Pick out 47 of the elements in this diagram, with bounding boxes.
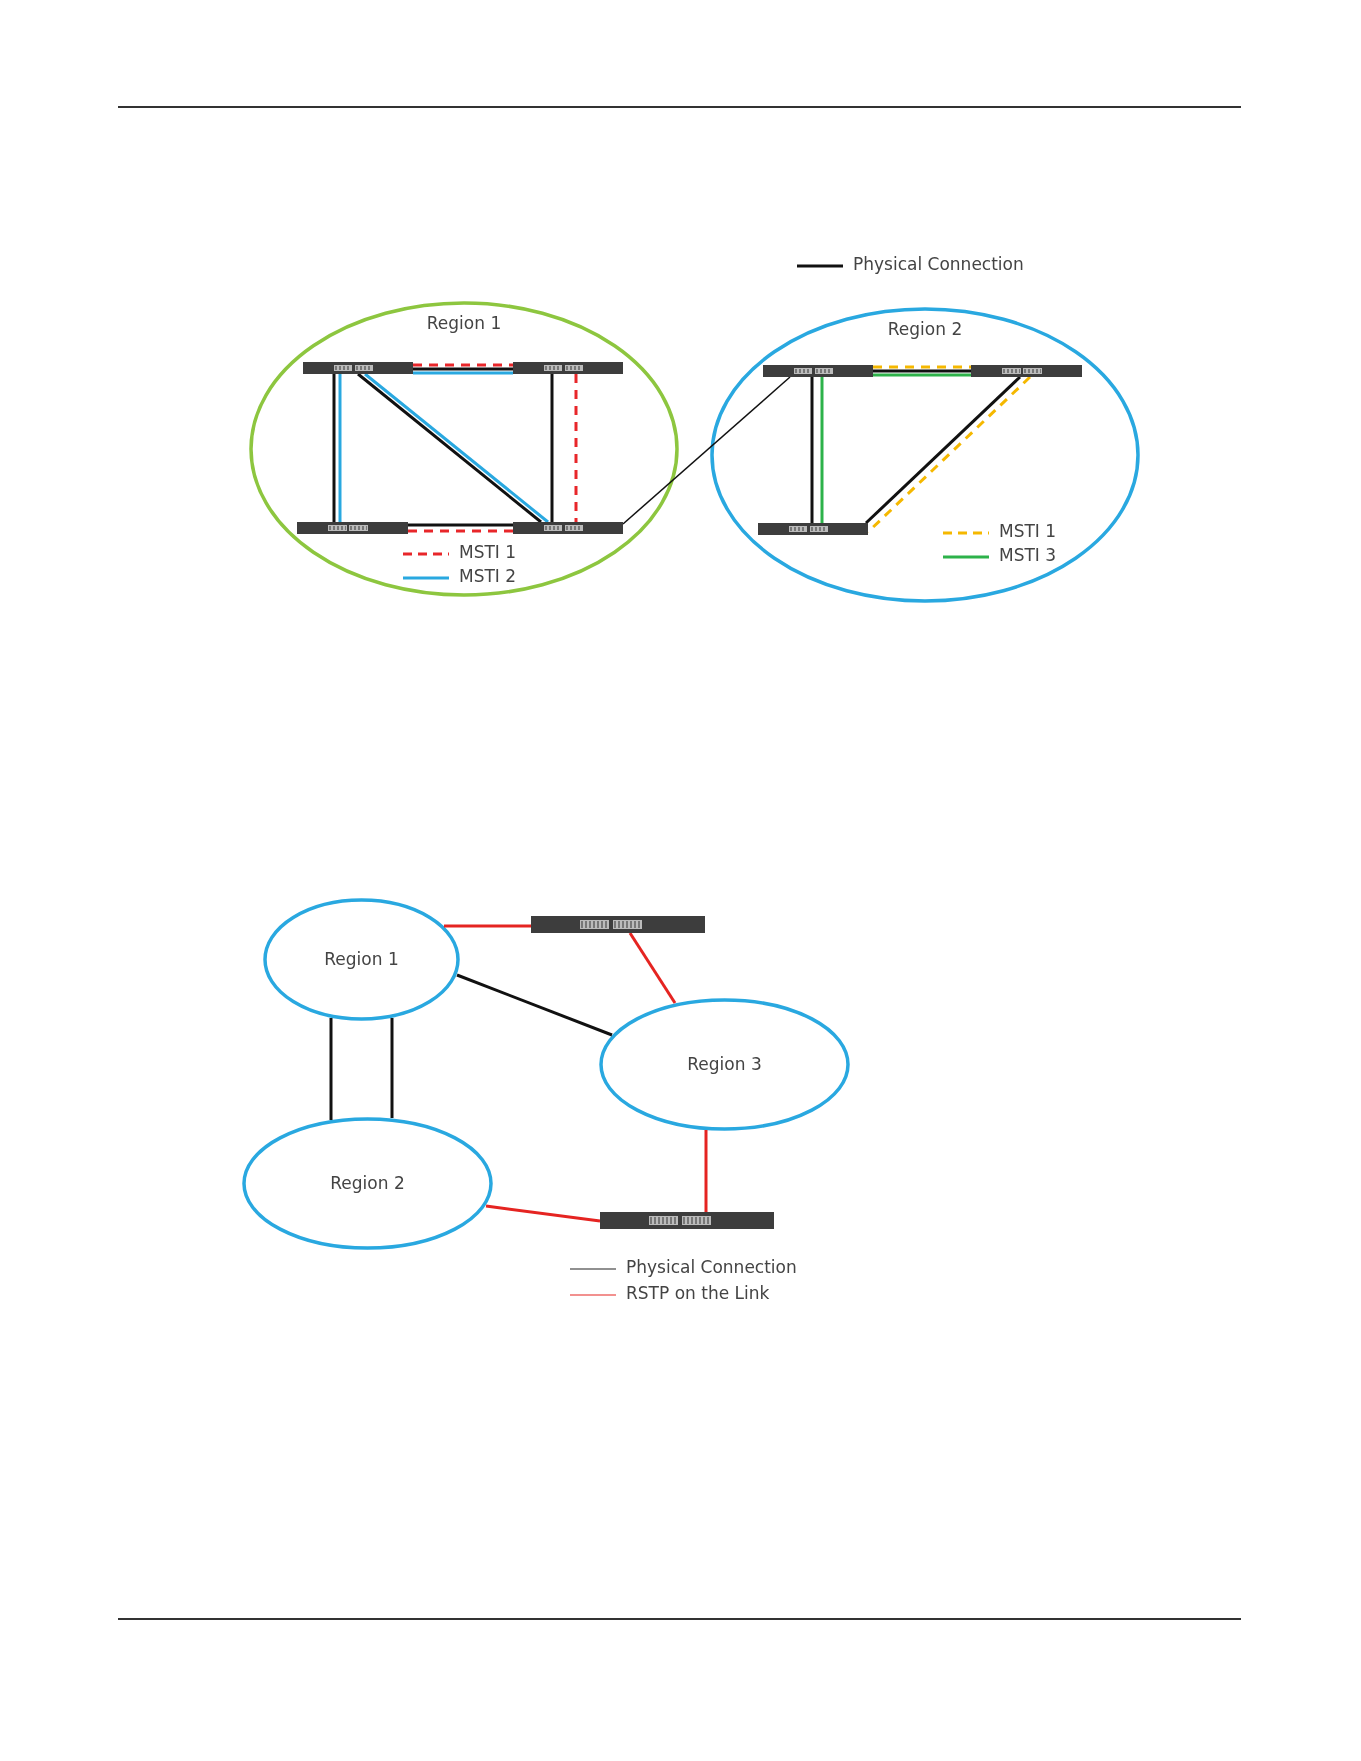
region-ellipse [249,301,679,597]
legend-label: RSTP on the Link [626,1283,770,1303]
network-switch-drawing [763,365,873,377]
legend-label: Physical Connection [626,1257,797,1277]
legend-label: Physical Connection [853,254,1024,274]
network-switch-drawing [971,365,1082,377]
legend-label: MSTI 2 [459,566,517,586]
region-ellipse [599,998,850,1131]
legend-label: MSTI 3 [999,545,1057,565]
region-ellipse [710,307,1140,603]
link-line [820,377,824,523]
legend-label: MSTI 1 [459,542,517,562]
link-line [329,1018,333,1120]
region-ellipse [242,1117,493,1250]
legend-label: MSTI 1 [999,521,1057,541]
dashed-link-line [873,365,971,369]
link-line [628,932,677,1004]
dashed-link-line [413,363,513,367]
network-switch-drawing [513,362,623,374]
network-switch-drawing [297,522,408,534]
dashed-link-line [574,374,578,522]
link-line [456,973,613,1037]
network-switch-drawing [513,522,623,534]
link-line [408,523,513,527]
region-label: Region 3 [687,1054,762,1074]
link-line [704,1130,708,1212]
link-line [485,1204,601,1223]
network-switch-drawing [531,916,705,933]
link-line [338,374,342,522]
link-line [332,374,336,522]
link-line [873,369,971,373]
network-switch-drawing [600,1212,774,1229]
link-line [873,373,971,377]
region-ellipse [263,898,460,1021]
network-switch-drawing [303,362,413,374]
network-switch-drawing [758,523,868,535]
link-line [413,367,513,371]
region-label: Region 1 [426,313,502,333]
region-label: Region 2 [330,1173,405,1193]
link-line [390,1018,394,1118]
link-line [413,371,513,375]
link-line [810,377,814,523]
link-line [444,924,531,928]
dashed-link-line [408,529,513,533]
link-line [550,374,554,522]
region-label: Region 1 [324,949,399,969]
region-label: Region 2 [887,319,963,339]
